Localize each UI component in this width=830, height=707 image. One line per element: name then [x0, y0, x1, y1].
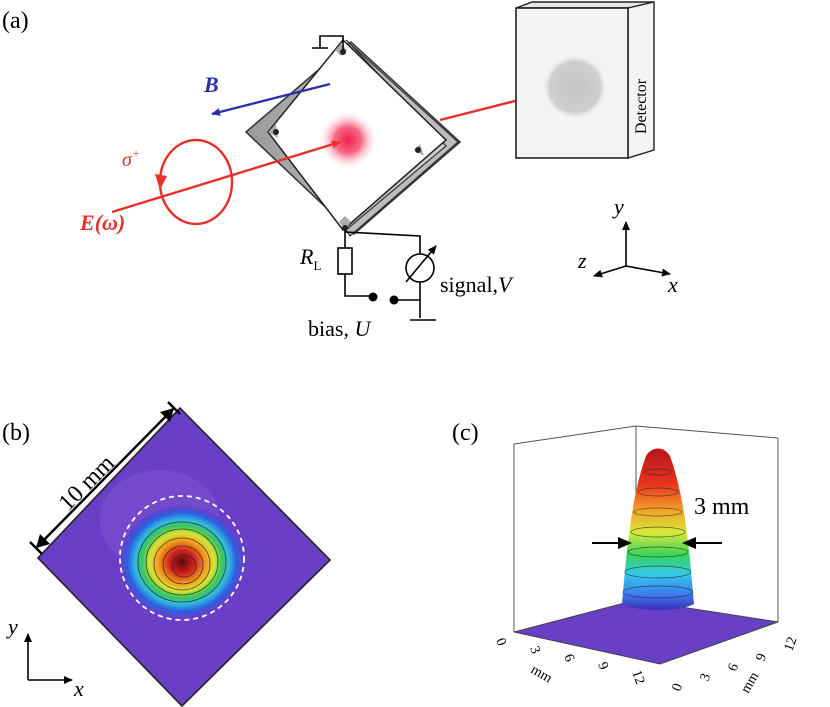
svg-text:6: 6 — [560, 652, 576, 664]
sample-plate — [244, 38, 462, 237]
contact-bottom — [342, 225, 348, 231]
contact-left — [273, 129, 279, 135]
size-dimension — [29, 401, 181, 555]
axis-b-y: y — [6, 614, 18, 639]
ticks-left: 0 3 6 9 12 — [492, 636, 647, 686]
panel-label-c: (c) — [452, 420, 479, 446]
width-label: 3 mm — [694, 494, 750, 520]
incident-beam — [111, 140, 341, 214]
axis-unit-right: mm — [738, 670, 762, 696]
efield-label: E(ω) — [79, 210, 125, 235]
axis-a-x: x — [667, 272, 678, 297]
svg-text:9: 9 — [594, 660, 610, 672]
svg-text:9: 9 — [754, 652, 770, 664]
laser-spot — [318, 110, 378, 170]
svg-text:3: 3 — [698, 672, 714, 684]
ground-symbol — [312, 35, 344, 50]
b-field-arrow — [211, 82, 331, 116]
beam-peak-surface — [622, 448, 694, 610]
axis-unit-left: mm — [528, 662, 554, 686]
polarization-circle — [158, 138, 234, 226]
panel-label-a: (a) — [2, 8, 29, 34]
axis-a-z: z — [577, 248, 587, 273]
detector-label: Detector — [633, 78, 650, 134]
polarization-label: σ+ — [122, 146, 140, 171]
load-resistor — [337, 247, 353, 275]
signal-label: signal,V — [440, 272, 514, 297]
svg-text:12: 12 — [628, 668, 647, 686]
circuit — [337, 230, 437, 321]
svg-text:6: 6 — [726, 662, 742, 674]
ticks-right: 0 3 6 9 12 — [670, 635, 801, 693]
detector: Detector — [515, 1, 655, 159]
surface-floor — [513, 599, 779, 665]
svg-text:0: 0 — [670, 682, 686, 694]
axis-a-y: y — [612, 194, 624, 219]
contact-top — [340, 49, 346, 55]
width-markers — [592, 537, 722, 549]
bias-label: bias, U — [308, 316, 372, 341]
panel-label-b: (b) — [2, 420, 30, 446]
polarization-arrowhead — [155, 174, 167, 190]
svg-text:0: 0 — [492, 636, 508, 648]
bias-terminal-right — [389, 295, 399, 305]
axes-b — [24, 633, 73, 684]
b-field-label: B — [203, 72, 219, 97]
detector-spot — [543, 55, 607, 119]
bias-terminal-left — [368, 292, 378, 302]
axis-b-x: x — [73, 676, 84, 701]
svg-text:3: 3 — [526, 644, 542, 656]
intensity-map — [36, 406, 332, 707]
svg-text:12: 12 — [782, 635, 801, 653]
resistor-label: RL — [299, 244, 321, 273]
contact-right — [415, 147, 421, 153]
axes-a — [593, 221, 671, 278]
fwhm-circle — [119, 495, 245, 621]
